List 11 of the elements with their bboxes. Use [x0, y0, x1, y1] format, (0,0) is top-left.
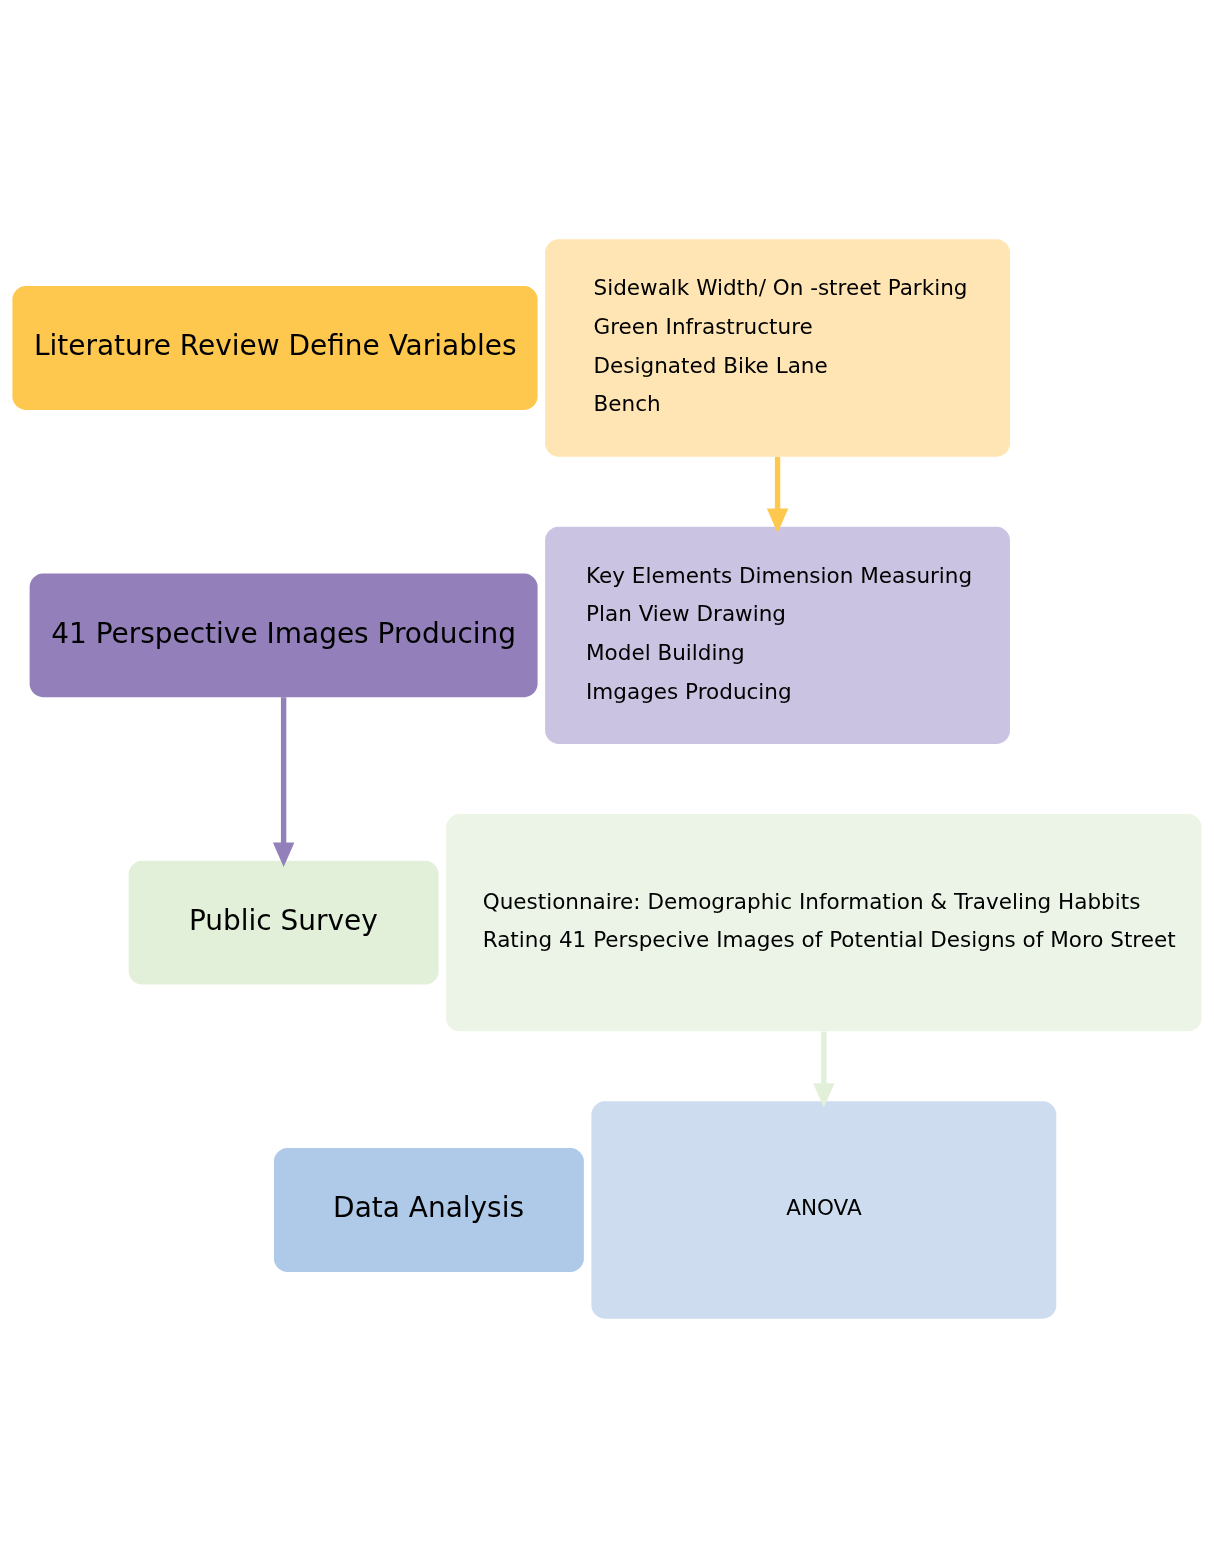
arrow	[272, 696, 295, 867]
node-box: Data Analysis	[273, 1147, 584, 1272]
node-box: Key Elements Dimension Measuring Plan View Drawing Model Building Imgages Producing	[545, 526, 1010, 744]
node-box: Literature Review Define Variables	[12, 285, 538, 410]
node-box: ANOVA	[591, 1100, 1057, 1319]
node-box: Sidewalk Width/ On -street Parking Green Infrastructure Designated Bike Lane Bench	[545, 238, 1010, 457]
node-box: 41 Perspective Images Producing	[29, 572, 538, 697]
arrow	[766, 456, 789, 533]
arrow	[813, 1031, 835, 1108]
node-box: Public Survey	[128, 860, 439, 985]
node-box: Questionnaire: Demographic Information & Traveling Habbits Rating 41 Perspecive Images of Potential Designs of Moro Street	[446, 813, 1202, 1031]
